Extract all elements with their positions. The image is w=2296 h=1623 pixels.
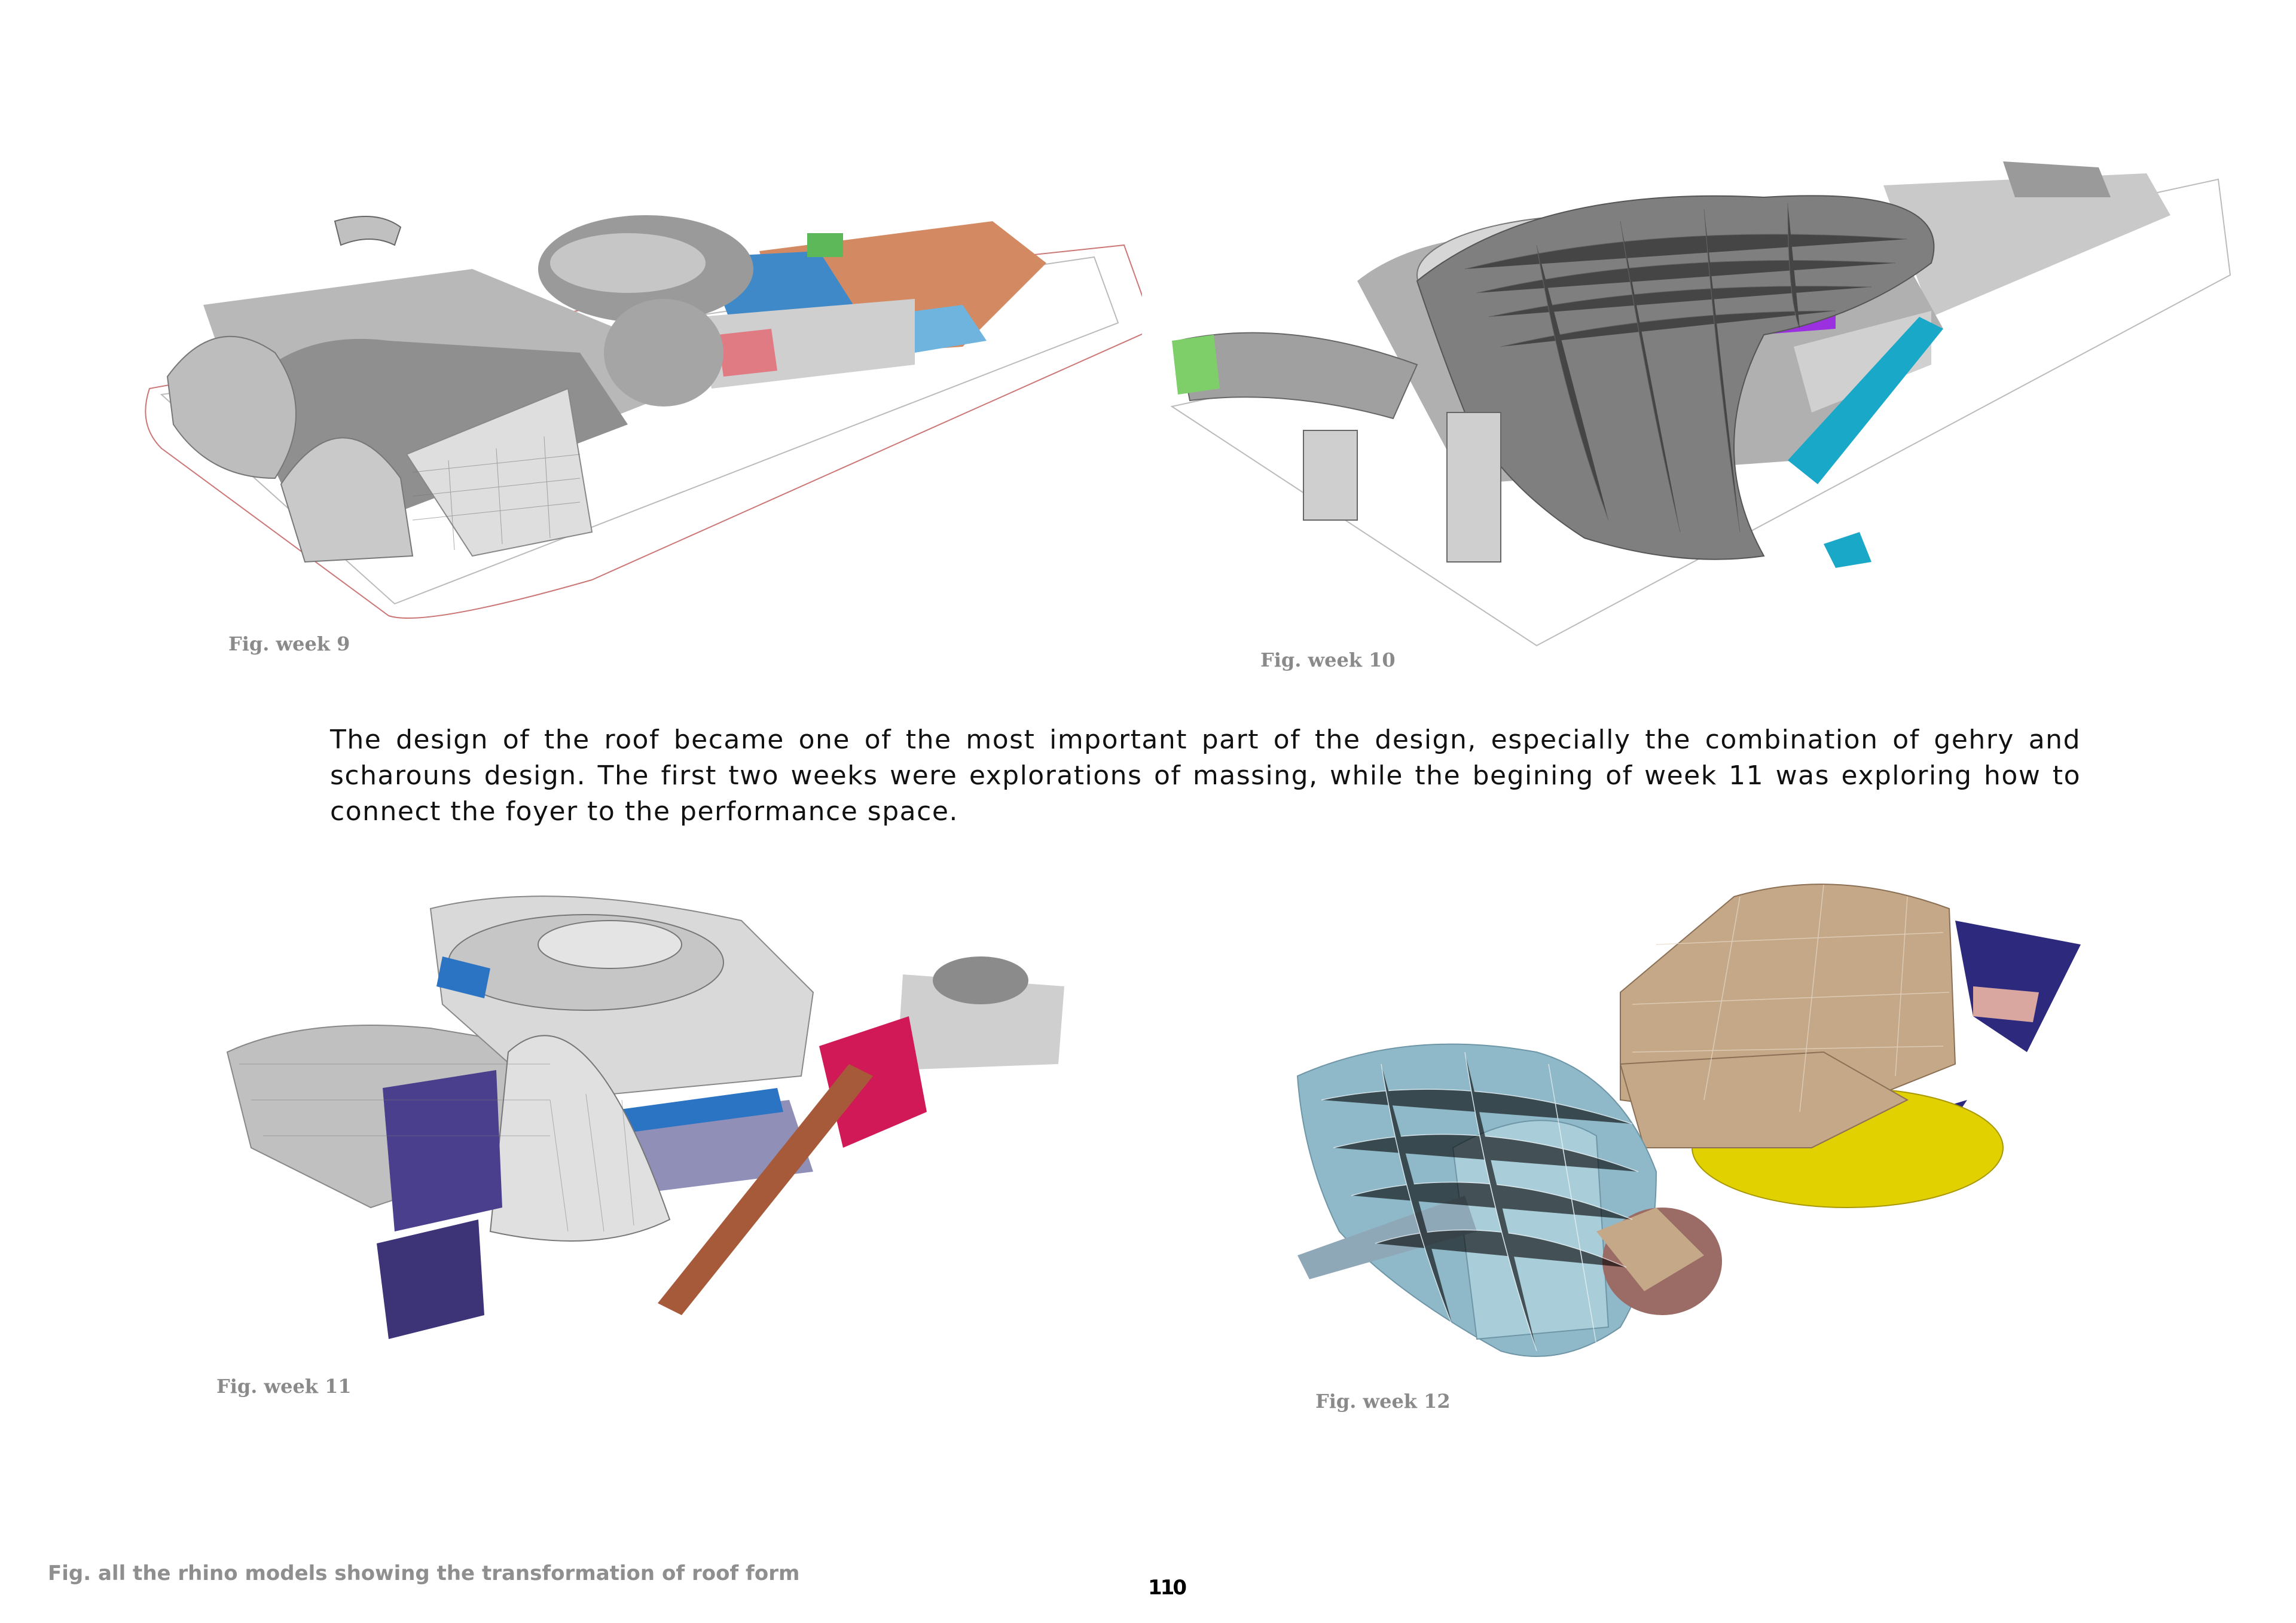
body-paragraph: The design of the roof became one of the… (330, 725, 2081, 827)
footer-caption: Fig. all the rhino models showing the tr… (48, 1561, 800, 1585)
figure-week-11 (215, 873, 1082, 1363)
figure-caption-week-9: Fig. week 9 (228, 632, 350, 655)
figure-week-12 (1286, 873, 2111, 1411)
page-number: 110 (1148, 1576, 1187, 1600)
rhino-model-week-10 (1170, 161, 2231, 647)
figure-caption-week-10: Fig. week 10 (1260, 649, 1396, 671)
figure-week-9 (138, 197, 1142, 628)
rhino-model-week-12 (1296, 884, 2081, 1357)
figure-caption-week-11: Fig. week 11 (216, 1375, 352, 1398)
figure-week-10 (1166, 149, 2248, 664)
rhino-model-week-11 (226, 895, 1064, 1339)
figure-caption-week-12: Fig. week 12 (1315, 1390, 1451, 1413)
rhino-model-week-9 (145, 215, 1142, 619)
